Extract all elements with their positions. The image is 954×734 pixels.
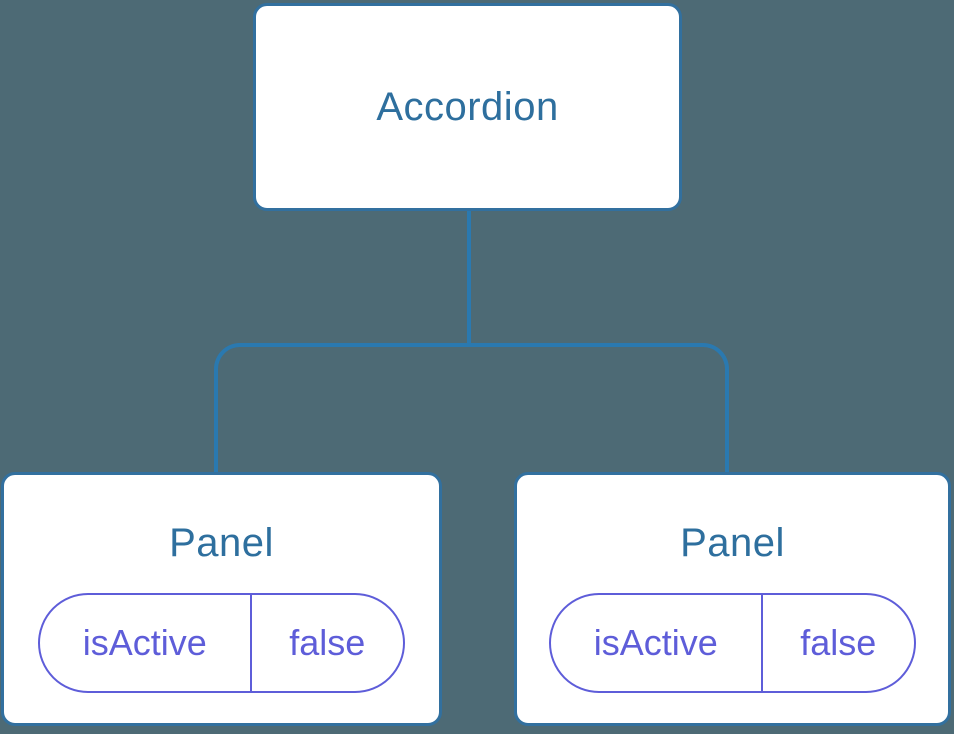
panel-node-left: Panel isActive false (1, 472, 442, 726)
state-pill: isActive false (549, 593, 916, 693)
state-pill: isActive false (38, 593, 405, 693)
panel-label: Panel (169, 521, 274, 565)
accordion-label: Accordion (376, 85, 559, 129)
state-key: isActive (40, 595, 252, 691)
connector-stem (467, 209, 471, 347)
state-value: false (800, 622, 877, 663)
accordion-node: Accordion (253, 3, 682, 211)
panel-node-right: Panel isActive false (514, 472, 951, 726)
panel-label: Panel (680, 521, 785, 565)
state-value: false (289, 622, 366, 663)
connector-bracket (214, 343, 729, 474)
state-key: isActive (551, 595, 763, 691)
